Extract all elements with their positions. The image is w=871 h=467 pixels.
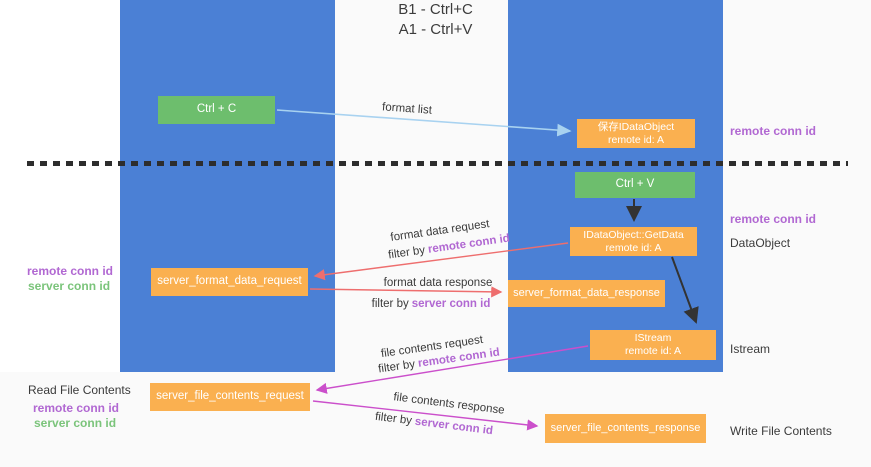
arrow-format-data-request — [313, 242, 569, 281]
label-dataobject: DataObject — [730, 236, 791, 250]
arrow-file-contents-response — [312, 400, 539, 431]
label-write-file-contents: Write File Contents — [730, 424, 832, 438]
node-ctrl-c: Ctrl + C — [158, 96, 275, 124]
diagram-title-line2: A1 - Ctrl+V — [398, 20, 473, 38]
node-ctrl-c-label: Ctrl + C — [196, 103, 237, 116]
label-server-conn-id-left-top: server conn id — [28, 279, 111, 293]
diagram-title-line1: B1 - Ctrl+C — [398, 1, 473, 18]
node-istream-line2: remote id: A — [624, 345, 682, 357]
label-server-conn-id-left-bottom: server conn id — [34, 416, 117, 430]
node-idataobject-getdata-line1: IDataObject::GetData — [583, 228, 684, 241]
node-server-format-data-request: server_format_data_request — [151, 268, 308, 296]
node-istream: IStream remote id: A — [590, 330, 716, 360]
node-ctrl-v: Ctrl + V — [575, 172, 695, 198]
diagram-title: B1 - Ctrl+C A1 - Ctrl+V — [0, 0, 871, 39]
server-conn-id-text: server conn id — [411, 298, 491, 310]
node-save-idataobject-line1: 保存IDataObject — [597, 120, 675, 133]
node-idataobject-getdata-line2: remote id: A — [605, 241, 662, 254]
node-server-format-data-request-label: server_format_data_request — [157, 275, 302, 288]
label-remote-conn-id-right-mid: remote conn id — [730, 212, 817, 226]
filter-by-text: filter by — [371, 298, 409, 310]
label-istream: Istream — [730, 342, 771, 356]
lane-b1-connection — [120, 0, 335, 372]
label-remote-conn-id-left-top: remote conn id — [27, 264, 114, 278]
node-save-idataobject-line2: remote id: A — [607, 133, 665, 146]
node-ctrl-v-label: Ctrl + V — [615, 178, 655, 191]
node-server-file-contents-response-label: server_file_contents_response — [550, 421, 701, 434]
node-server-format-data-response: server_format_data_response — [508, 280, 665, 307]
node-idataobject-getdata: IDataObject::GetData remote id: A — [570, 227, 697, 256]
node-save-idataobject: 保存IDataObject remote id: A — [577, 119, 695, 148]
arrow-file-contents-request — [315, 345, 589, 394]
node-istream-line1: IStream — [634, 332, 672, 345]
node-server-file-contents-request: server_file_contents_request — [150, 383, 310, 411]
label-remote-conn-id-left-bottom: remote conn id — [33, 401, 120, 415]
copy-paste-separator-line — [27, 161, 848, 166]
arrow-format-list — [276, 109, 572, 137]
node-server-format-data-response-label: server_format_data_response — [513, 286, 660, 299]
node-server-file-contents-response: server_file_contents_response — [545, 414, 706, 443]
label-remote-conn-id-right-top: remote conn id — [730, 124, 817, 138]
node-server-file-contents-request-label: server_file_contents_request — [156, 390, 304, 403]
arrow-format-data-response — [309, 286, 503, 298]
arrow-getdata-to-istream — [671, 256, 699, 324]
label-format-data-response: format data response — [383, 277, 493, 289]
label-read-file-contents: Read File Contents — [28, 383, 131, 397]
